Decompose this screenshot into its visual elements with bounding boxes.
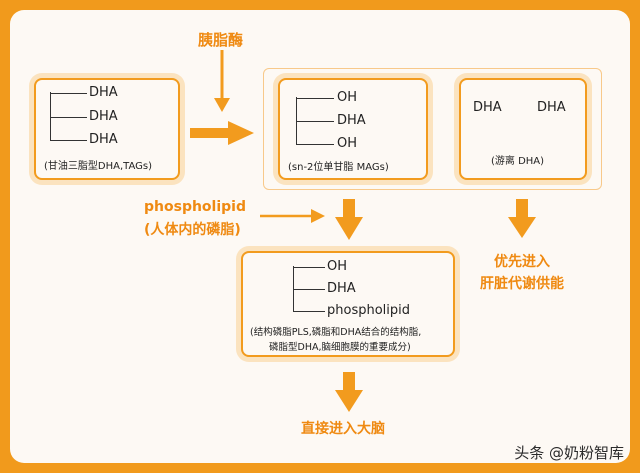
pls-caption-line1: (结构磷脂PLS,磷脂和DHA结合的结构脂, [250, 327, 422, 338]
tree-branch [296, 144, 334, 145]
enzyme-arrow [214, 50, 230, 112]
tag-branch-3: DHA [89, 132, 118, 147]
tree-branch [50, 93, 87, 94]
pls-branch-2: DHA [327, 281, 356, 296]
tree-branch [293, 267, 325, 268]
phospholipid-arrow [260, 209, 325, 223]
pls-branch-1: OH [327, 259, 348, 274]
tag-branch-1: DHA [89, 85, 118, 100]
watermark: 头条 @奶粉智库 [514, 444, 624, 462]
pls-box: OH DHA phospholipid (结构磷脂PLS,磷脂和DHA结合的结构… [241, 251, 455, 357]
phospholipid-label: phospholipid [144, 199, 246, 215]
brain-label: 直接进入大脑 [301, 421, 385, 437]
tree-branch [50, 140, 87, 141]
enzyme-label: 胰脂酶 [198, 31, 244, 49]
tree-branch [296, 121, 334, 122]
priority-label: 优先进入 [494, 254, 550, 270]
priority-label-sub: 肝脏代谢供能 [480, 276, 564, 292]
mag-branch-1: OH [337, 90, 358, 105]
tree-branch [293, 289, 325, 290]
tag-box: DHA DHA DHA (甘油三脂型DHA,TAGs) [34, 78, 180, 180]
free-dha-box: DHA DHA (游离 DHA) [459, 78, 587, 180]
tree-stem [50, 92, 51, 141]
tree-branch [296, 98, 334, 99]
pls-caption-line2: 磷脂型DHA,脑细胞膜的重要成分) [269, 342, 411, 353]
mag-box: OH DHA OH (sn-2位单甘脂 MAGs) [278, 78, 428, 180]
hydrolysis-arrow [190, 121, 254, 145]
mag-branch-3: OH [337, 136, 358, 151]
free-dha-caption: (游离 DHA) [491, 156, 545, 167]
mag-to-pls-arrow [335, 199, 363, 240]
phospholipid-label-sub: (人体内的磷脂) [144, 222, 241, 238]
pls-to-brain-arrow [335, 372, 363, 412]
tree-branch [293, 311, 325, 312]
pls-branch-3: phospholipid [327, 303, 411, 318]
free-dha-item-2: DHA [537, 100, 566, 115]
tag-branch-2: DHA [89, 109, 118, 124]
tag-caption: (甘油三脂型DHA,TAGs) [44, 161, 152, 172]
mag-caption: (sn-2位单甘脂 MAGs) [288, 162, 389, 173]
mag-branch-2: DHA [337, 113, 366, 128]
free-dha-item-1: DHA [473, 100, 502, 115]
free-dha-arrow [508, 199, 536, 238]
tree-branch [50, 117, 87, 118]
